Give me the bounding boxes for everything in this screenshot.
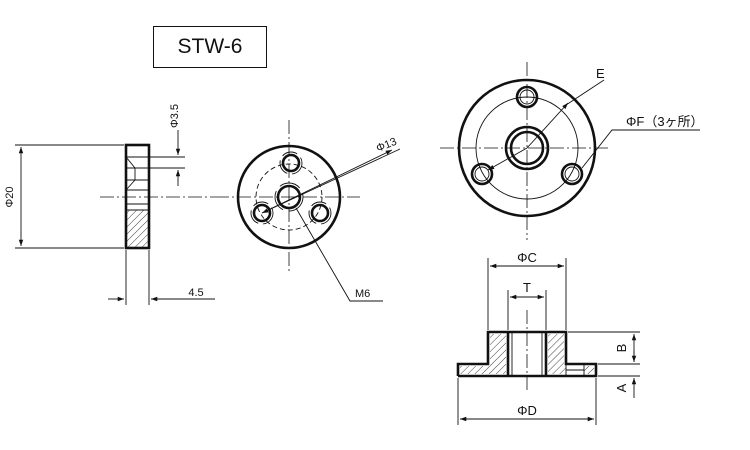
dim-t: T	[523, 280, 531, 295]
front-view: Φ13 M6	[215, 120, 401, 302]
dim-a: A	[614, 383, 629, 392]
dim-f-3places: ΦF（3ヶ所）	[626, 114, 704, 129]
dim-thickness-4-5: 4.5	[188, 287, 203, 299]
model-title: STW-6	[177, 35, 243, 58]
dim-b: B	[614, 344, 629, 353]
dim-c: ΦC	[517, 250, 537, 265]
dim-d: ΦD	[517, 403, 537, 418]
right-top-view: E ΦF（3ヶ所）	[440, 62, 704, 240]
dim-diameter-20: Φ20	[4, 186, 16, 207]
dim-pcd-13: Φ13	[375, 136, 399, 155]
right-section-view: ΦC T ΦD B A	[456, 250, 640, 425]
dim-hole-3-5: Φ3.5	[169, 104, 181, 128]
model-title-box: STW-6	[153, 26, 267, 68]
side-view: Φ20 Φ3.5 4.5	[4, 104, 215, 305]
dim-thread-m6: M6	[355, 288, 370, 300]
dim-e: E	[596, 66, 605, 81]
